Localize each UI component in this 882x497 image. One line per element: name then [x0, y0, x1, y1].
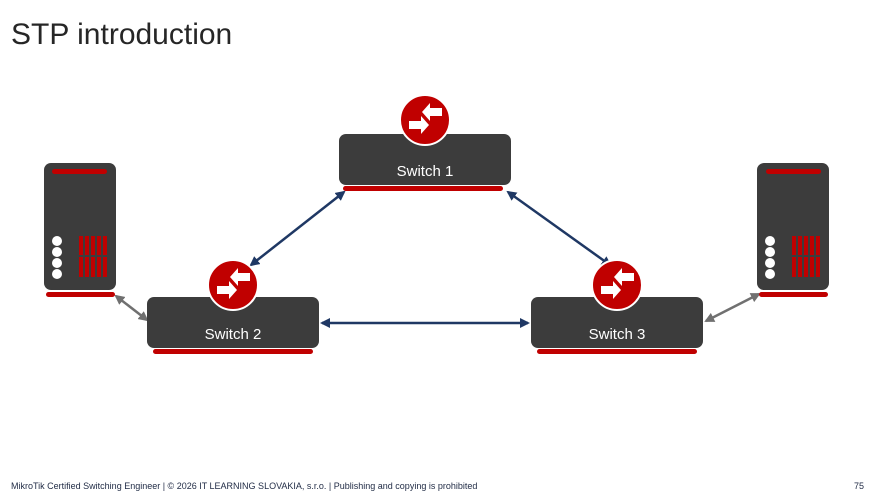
server-right[interactable] — [757, 163, 829, 297]
switch-arrows-icon — [207, 259, 259, 311]
slide-title: STP introduction — [11, 18, 233, 51]
server-tower-icon — [757, 163, 829, 297]
link-server-right-switch3 — [704, 292, 761, 323]
page-number: 75 — [853, 481, 864, 491]
switch-1-label: Switch 1 — [397, 163, 454, 180]
server-left[interactable] — [44, 163, 116, 297]
switch-3-label: Switch 3 — [589, 326, 646, 343]
switch-3[interactable]: Switch 3 — [531, 259, 703, 354]
switch-arrows-icon — [591, 259, 643, 311]
link-server-left-switch2 — [114, 294, 149, 322]
network-topology-diagram: Switch 1 Switch 2 Switch 3 — [44, 94, 829, 354]
switch-2[interactable]: Switch 2 — [147, 259, 319, 354]
link-switch1-switch2 — [249, 190, 346, 267]
switch-2-label: Switch 2 — [205, 326, 262, 343]
server-tower-icon — [44, 163, 116, 297]
link-switch1-switch3 — [506, 190, 612, 267]
footer-copyright: MikroTik Certified Switching Engineer | … — [11, 481, 478, 491]
switch-arrows-icon — [399, 94, 451, 146]
switch-1[interactable]: Switch 1 — [339, 94, 511, 191]
